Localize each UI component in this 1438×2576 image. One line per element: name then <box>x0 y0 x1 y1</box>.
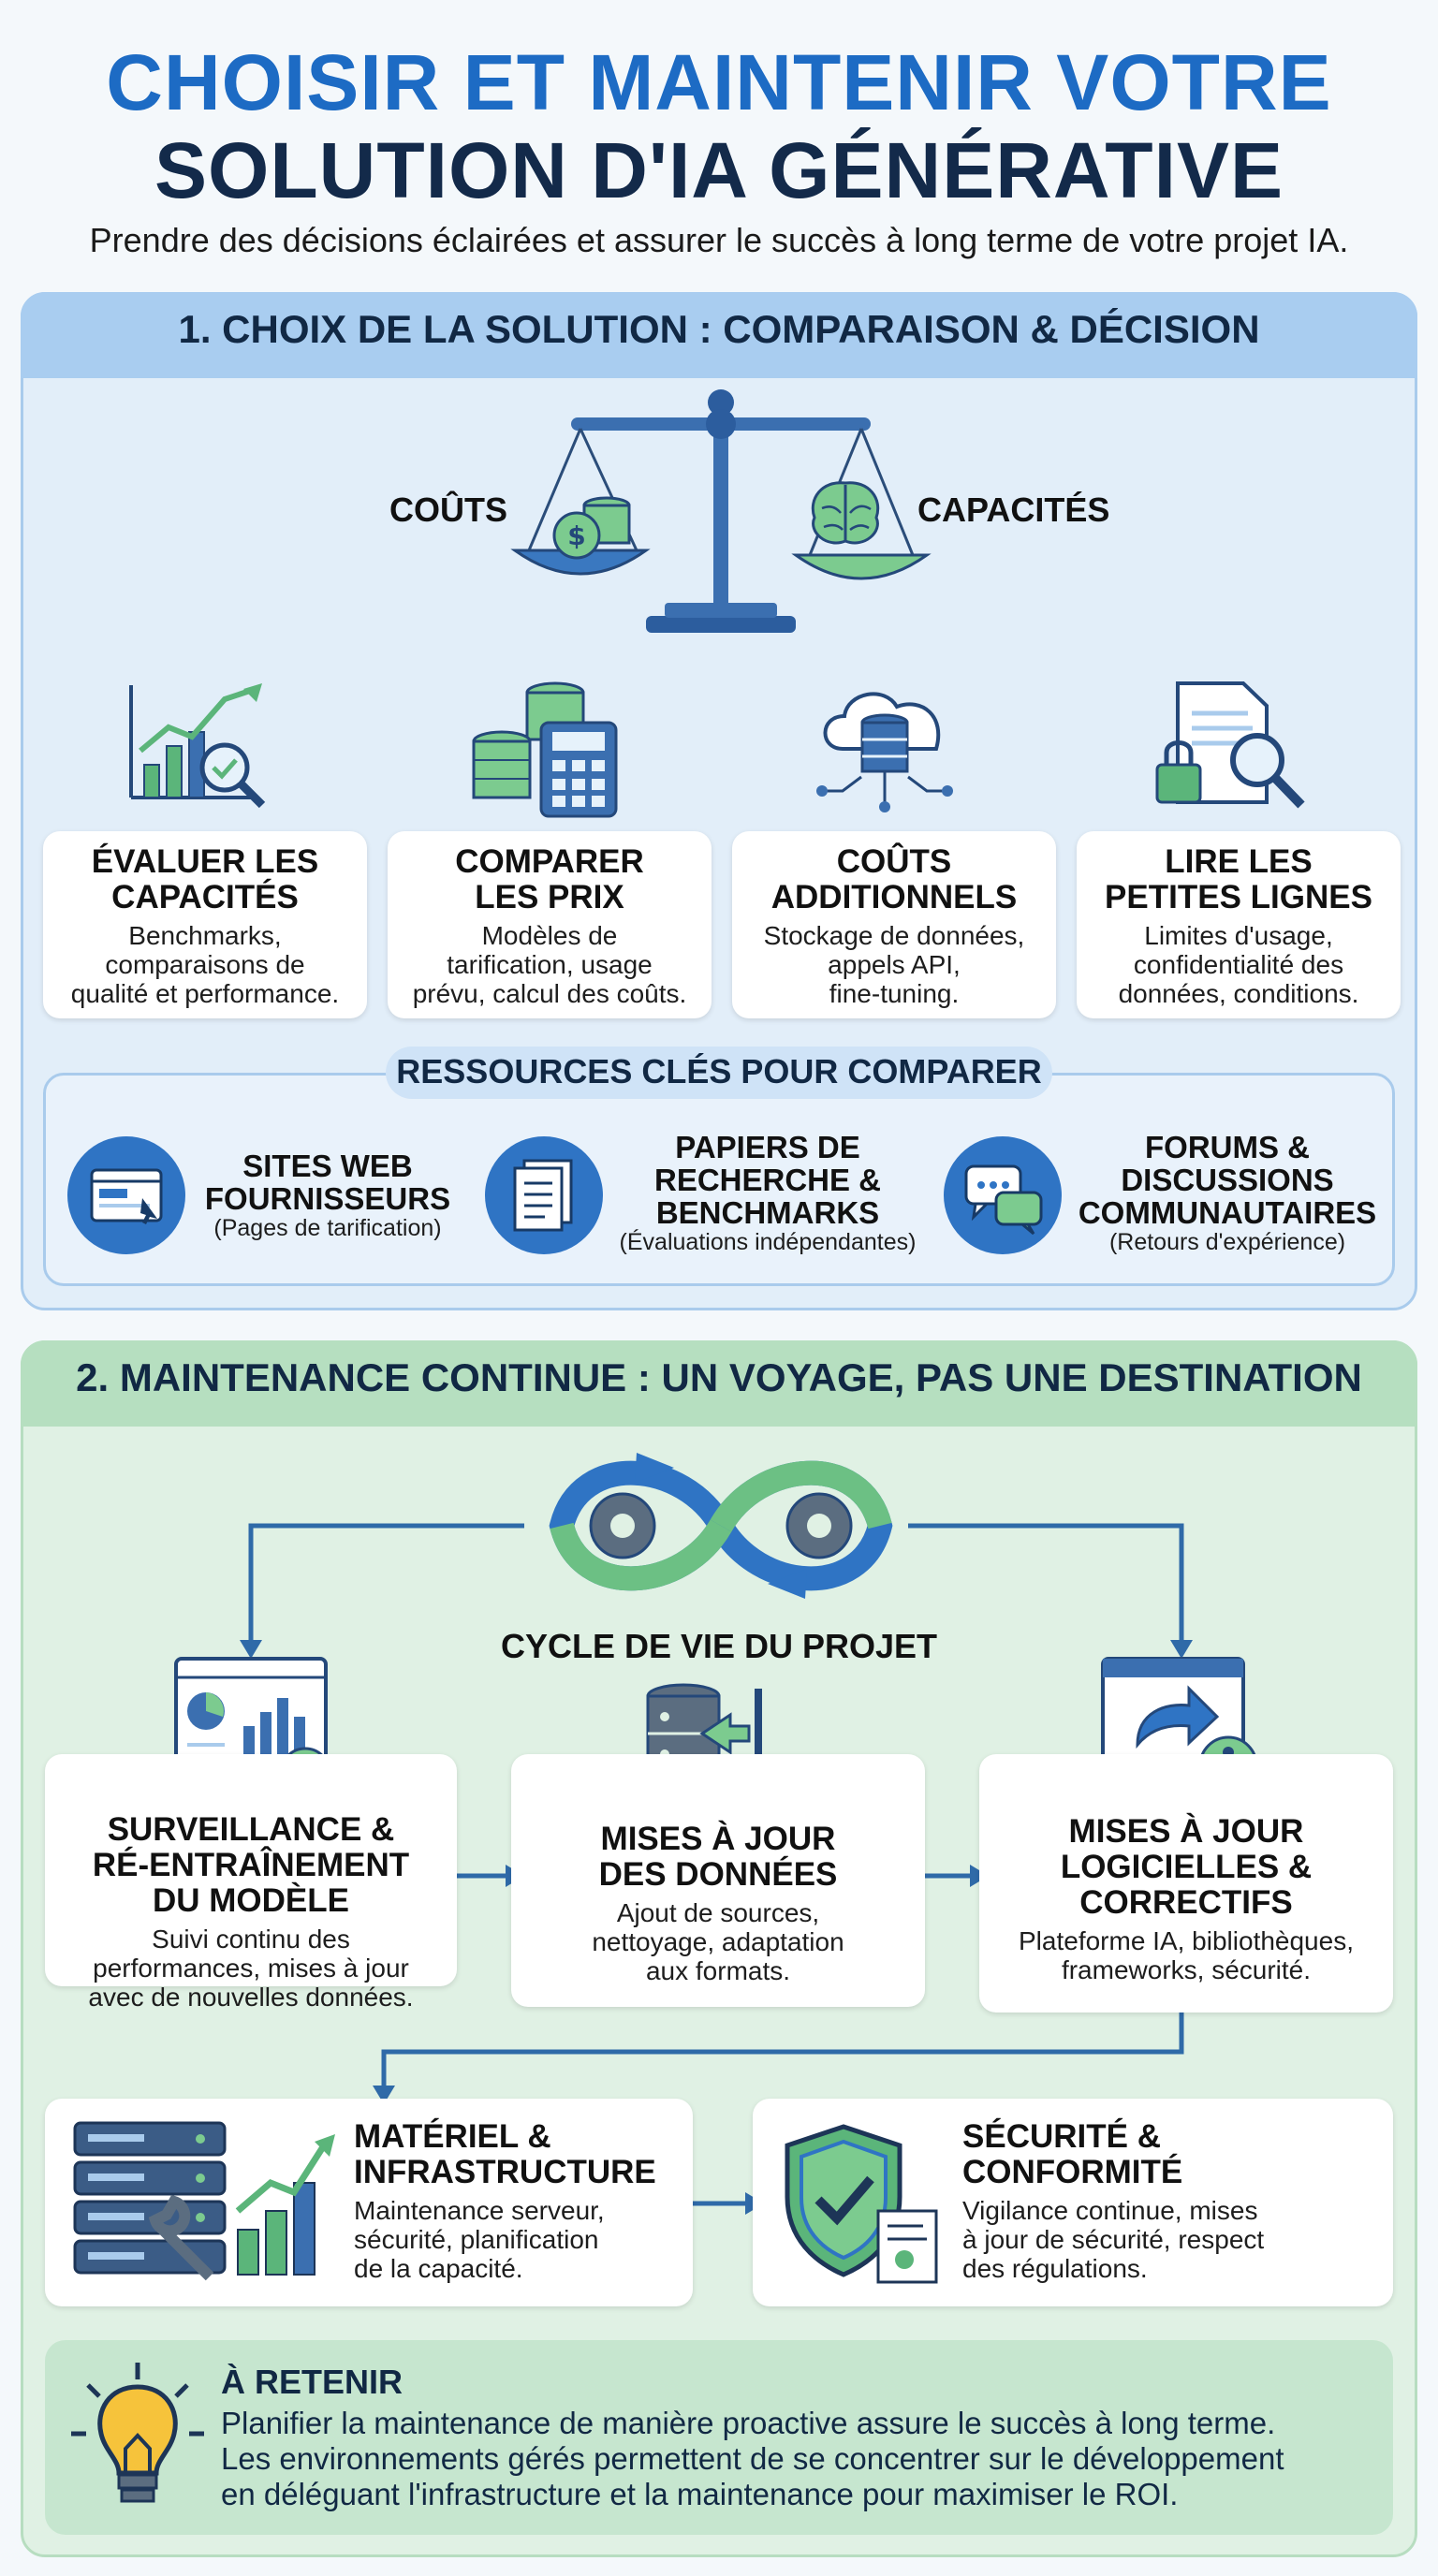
card-title: MISES À JOUR LOGICIELLES & CORRECTIFS <box>1060 1813 1313 1921</box>
takeaway-title: À RETENIR <box>221 2363 404 2401</box>
calculator-coins-icon <box>472 681 618 818</box>
card-desc: Ajout de sources, nettoyage, adaptation … <box>592 1898 844 1985</box>
card-desc: Suivi continu des performances, mises à … <box>88 1925 414 2012</box>
brain-icon <box>811 481 880 545</box>
card-model-monitoring: SURVEILLANCE & RÉ-ENTRAÎNEMENT DU MODÈLE… <box>45 1754 457 2012</box>
card-software-updates: MISES À JOUR LOGICIELLES & CORRECTIFS Pl… <box>979 1754 1393 2012</box>
page-title-line1: CHOISIR ET MAINTENIR VOTRE <box>106 38 1332 126</box>
paper-icon <box>485 1136 603 1254</box>
resources-title: RESSOURCES CLÉS POUR COMPARER <box>386 1046 1052 1099</box>
card-title: SURVEILLANCE & RÉ-ENTRAÎNEMENT DU MODÈLE <box>92 1811 410 1919</box>
cycle-label: CYCLE DE VIE DU PROJET <box>500 1627 938 1665</box>
lightbulb-icon <box>71 2363 204 2503</box>
resource-title: SITES WEB FOURNISSEURS <box>204 1149 451 1216</box>
card-compare-prices: COMPARER LES PRIX Modèles de tarificatio… <box>388 831 712 1018</box>
chart-magnifier-icon <box>129 683 266 809</box>
card-desc: Modèles de tarification, usage prévu, ca… <box>412 921 687 1008</box>
scale-right-label: CAPACITÉS <box>917 490 1110 529</box>
card-title: COMPARER LES PRIX <box>455 843 644 915</box>
section-choice-title: 1. CHOIX DE LA SOLUTION : COMPARAISON & … <box>178 307 1260 351</box>
section-maintenance-header <box>21 1340 1417 1427</box>
card-desc: Plateforme IA, bibliothèques, frameworks… <box>1019 1926 1354 1984</box>
takeaway-panel <box>45 2340 1393 2535</box>
document-lock-icon <box>1155 681 1305 809</box>
section-maintenance-title: 2. MAINTENANCE CONTINUE : UN VOYAGE, PAS… <box>76 1355 1362 1399</box>
card-desc: Maintenance serveur, sécurité, planifica… <box>354 2196 605 2283</box>
card-title: LIRE LES PETITES LIGNES <box>1105 843 1372 915</box>
resource-sub: (Retours d'expérience) <box>1108 1229 1346 1255</box>
card-title: MATÉRIEL & INFRASTRUCTURE <box>354 2118 656 2190</box>
card-data-updates: MISES À JOUR DES DONNÉES Ajout de source… <box>511 1754 925 2007</box>
scale-left-label: COÛTS <box>389 490 507 529</box>
takeaway-text: Planifier la maintenance de manière proa… <box>221 2406 1284 2511</box>
resource-research-papers: PAPIERS DE RECHERCHE & BENCHMARKS (Évalu… <box>599 1131 936 1256</box>
card-desc: Vigilance continue, mises à jour de sécu… <box>962 2196 1265 2283</box>
infinity-gears-icon <box>549 1453 893 1599</box>
chat-icon <box>944 1136 1062 1254</box>
card-fine-print: LIRE LES PETITES LIGNES Limites d'usage,… <box>1077 831 1401 1018</box>
card-desc: Benchmarks, comparaisons de qualité et p… <box>70 921 340 1008</box>
card-additional-costs: COÛTS ADDITIONNELS Stockage de données, … <box>732 831 1056 1018</box>
resource-sub: (Pages de tarification) <box>213 1215 442 1241</box>
card-title: COÛTS ADDITIONNELS <box>770 843 1018 915</box>
resources-panel <box>43 1073 1395 1286</box>
card-desc: Limites d'usage, confidentialité des don… <box>1118 921 1359 1008</box>
svg-text:$: $ <box>567 520 585 551</box>
card-title: ÉVALUER LES CAPACITÉS <box>91 843 319 915</box>
coins-icon: $ <box>552 496 631 560</box>
section-choice-header <box>21 292 1417 378</box>
page-title-line2: SOLUTION D'IA GÉNÉRATIVE <box>154 126 1284 214</box>
page-subtitle: Prendre des décisions éclairées et assur… <box>89 221 1349 259</box>
resource-forums: FORUMS & DISCUSSIONS COMMUNAUTAIRES (Ret… <box>1064 1131 1391 1256</box>
card-title: SÉCURITÉ & CONFORMITÉ <box>962 2118 1183 2190</box>
server-wrench-icon <box>73 2121 335 2281</box>
shield-check-icon <box>785 2124 938 2284</box>
cloud-database-icon <box>816 692 953 812</box>
resource-vendor-sites: SITES WEB FOURNISSEURS (Pages de tarific… <box>187 1149 468 1242</box>
card-evaluate-capabilities: ÉVALUER LES CAPACITÉS Benchmarks, compar… <box>43 831 367 1018</box>
card-desc: Stockage de données, appels API, fine-tu… <box>763 921 1025 1008</box>
resource-sub: (Évaluations indépendantes) <box>619 1229 917 1255</box>
resource-title: FORUMS & DISCUSSIONS COMMUNAUTAIRES <box>1078 1130 1377 1230</box>
browser-icon <box>67 1136 185 1254</box>
resource-title: PAPIERS DE RECHERCHE & BENCHMARKS <box>653 1130 882 1230</box>
card-title: MISES À JOUR DES DONNÉES <box>598 1821 838 1893</box>
